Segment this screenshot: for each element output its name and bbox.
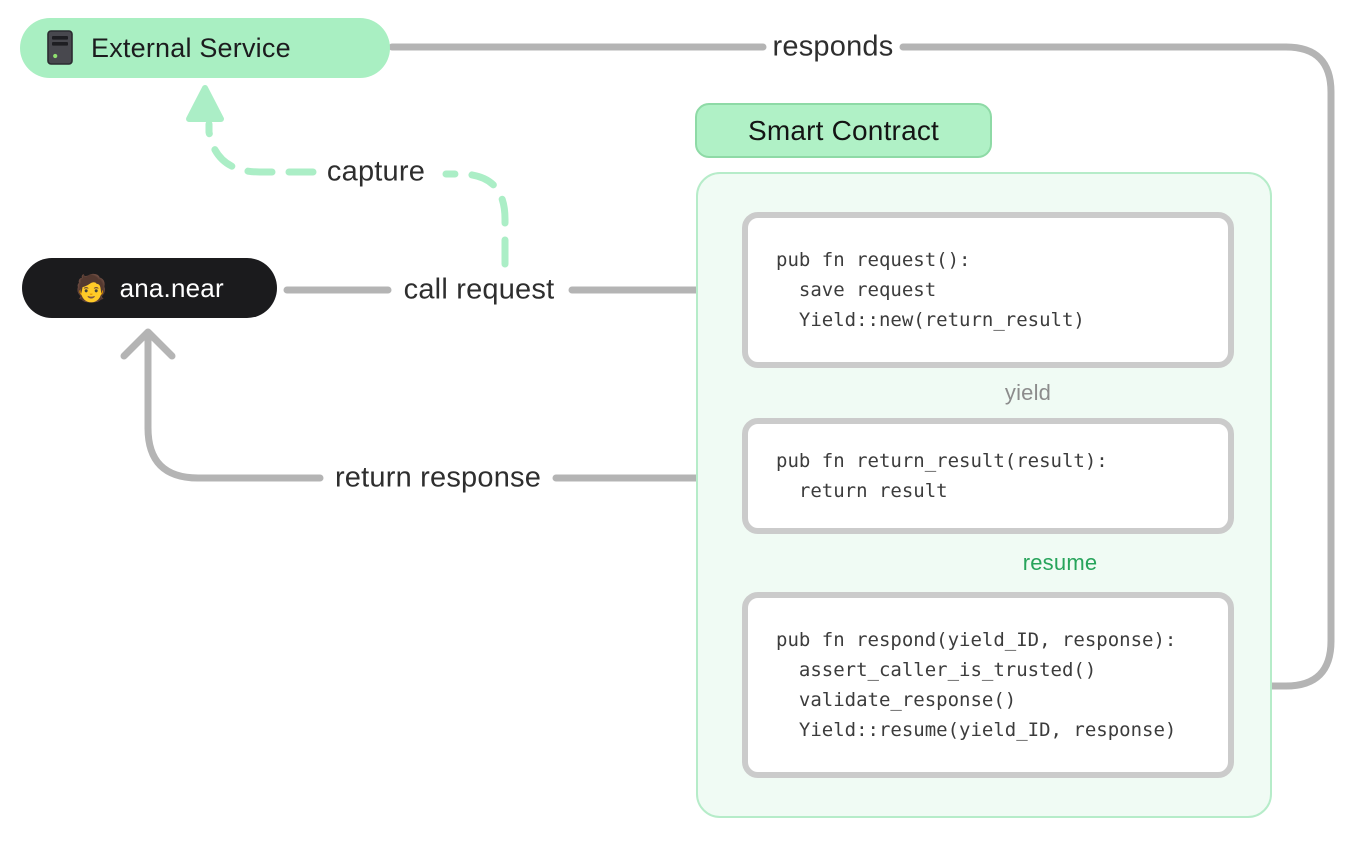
code-line: pub fn respond(yield_ID, response): [776,629,1177,651]
yield-label: yield [1004,380,1052,405]
code-line: Yield::resume(yield_ID, response) [776,719,1177,741]
resume-label: resume [1022,550,1098,575]
external-service-label: External Service [91,32,291,63]
return-response-label: return response [334,461,542,494]
capture-arrow [205,120,509,268]
person-icon: 🧑 [75,273,108,303]
responds-label: responds [772,30,894,63]
code-line: validate_response() [776,689,1017,711]
user-node: 🧑 ana.near [22,258,277,318]
code-line: pub fn request(): [776,249,971,271]
code-line: save request [776,279,937,301]
code-line: pub fn return_result(result): [776,450,1108,472]
return-response-arrow [120,328,746,482]
user-label: ana.near [119,272,224,303]
code-box-return-result: pub fn return_result(result): return res… [742,418,1234,534]
capture-label: capture [326,155,426,188]
call-request-label: call request [403,273,555,306]
capture-arrowhead [186,85,224,122]
server-icon [47,30,73,66]
code-line: return result [776,480,948,502]
code-line: Yield::new(return_result) [776,309,1085,331]
smart-contract-title: Smart Contract [695,103,992,158]
code-box-request: pub fn request(): save request Yield::ne… [742,212,1234,368]
code-box-respond: pub fn respond(yield_ID, response): asse… [742,592,1234,778]
code-line: assert_caller_is_trusted() [776,659,1097,681]
external-service-node: External Service [20,18,390,78]
